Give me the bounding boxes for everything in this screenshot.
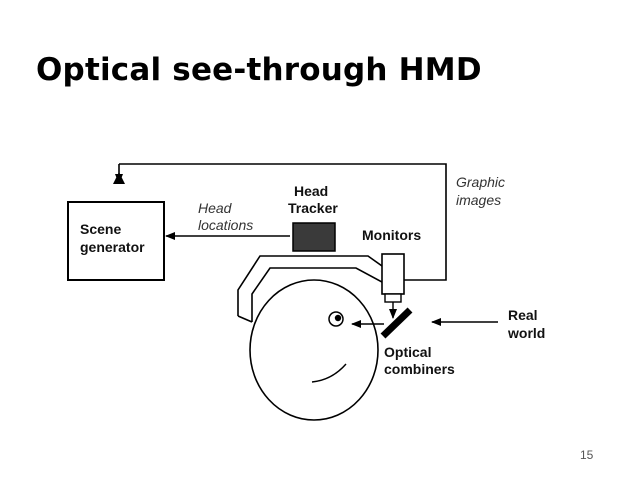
headband-outer bbox=[237, 255, 383, 316]
scene-generator-box bbox=[67, 201, 165, 281]
graphic-images-label-line1: Graphic bbox=[456, 174, 505, 190]
graphic-images-label-line2: images bbox=[456, 192, 501, 208]
scene-generator-label-line2: generator bbox=[80, 239, 145, 255]
head-outline bbox=[249, 279, 379, 421]
graphic-images-loop-line bbox=[119, 163, 447, 281]
headband-end bbox=[237, 315, 253, 323]
optical-combiners-label-line1: Optical bbox=[384, 344, 431, 360]
real-world-label-line2: world bbox=[507, 325, 545, 341]
page-number: 15 bbox=[580, 448, 594, 462]
scene-generator-input-arrowhead bbox=[113, 172, 125, 184]
monitor-box bbox=[381, 253, 405, 295]
head-locations-label-line2: locations bbox=[198, 217, 253, 233]
monitor-lens bbox=[384, 293, 402, 303]
headband-inner bbox=[251, 267, 383, 322]
scene-generator-label-line1: Scene bbox=[80, 221, 121, 237]
head-tracker-label-line2: Tracker bbox=[288, 200, 338, 216]
eye-pupil bbox=[334, 314, 342, 322]
head-tracker-label-line1: Head bbox=[294, 183, 328, 199]
optical-combiners-label-line2: combiners bbox=[384, 361, 455, 377]
slide-title: Optical see-through HMD bbox=[36, 52, 482, 88]
mouth-line bbox=[311, 363, 347, 383]
head-tracker-box bbox=[292, 222, 336, 252]
optical-combiner-plate bbox=[380, 307, 413, 339]
real-world-label-line1: Real bbox=[508, 307, 538, 323]
head-locations-label-line1: Head bbox=[198, 200, 233, 216]
monitors-label: Monitors bbox=[362, 227, 421, 243]
